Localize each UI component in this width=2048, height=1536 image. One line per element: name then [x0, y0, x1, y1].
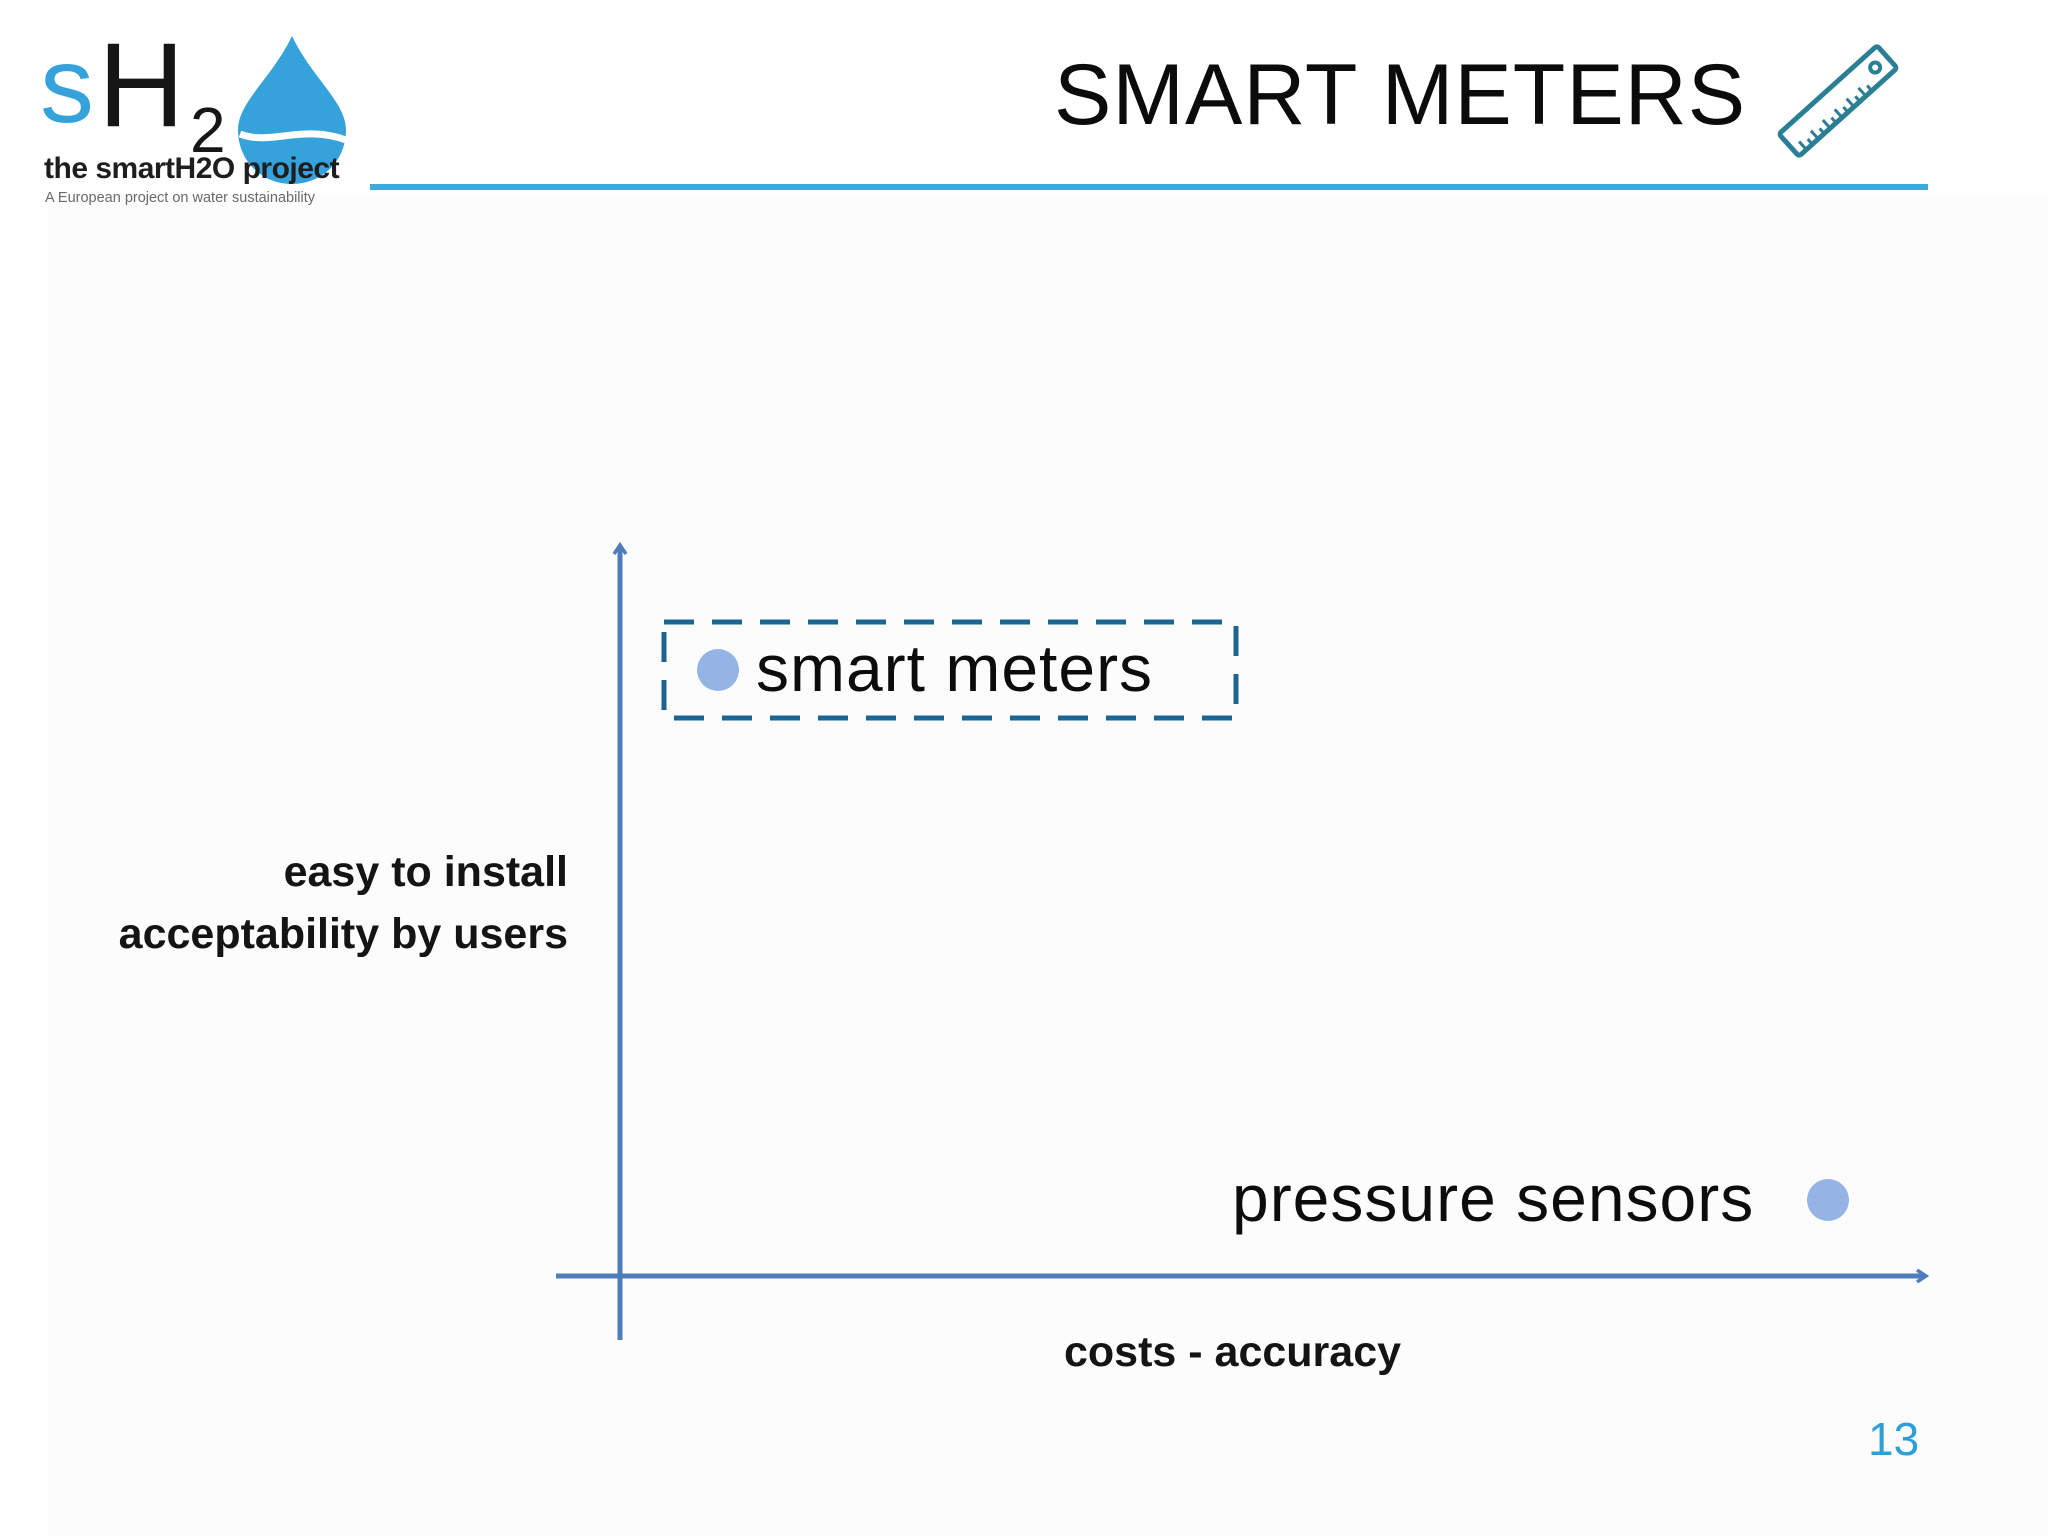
y-axis-label-line-2: acceptability by users — [118, 910, 568, 958]
title-underline — [370, 184, 1928, 190]
logo-letter-s: s — [40, 36, 94, 145]
water-drop-icon — [238, 36, 346, 184]
smart-meters-point — [697, 649, 739, 691]
ruler-icon — [1777, 44, 1899, 158]
slide-title: SMART METERS — [1054, 47, 1747, 143]
water-drop-wave — [238, 130, 348, 144]
page-number: 13 — [1868, 1413, 1920, 1465]
pressure-sensors-point — [1807, 1179, 1849, 1221]
content-panel — [48, 195, 2048, 1536]
y-axis-label-line-1: easy to install — [283, 848, 568, 896]
logo-tagline: the smartH2O project — [44, 152, 340, 185]
logo-digit-2: 2 — [190, 94, 226, 166]
pressure-sensors-label: pressure sensors — [1232, 1161, 1755, 1235]
logo-letter-h: H — [98, 36, 185, 152]
smarth2o-logo: s H 2 — [40, 36, 348, 184]
logo-subtagline: A European project on water sustainabili… — [45, 190, 316, 206]
x-axis-label: costs - accuracy — [1064, 1328, 1402, 1376]
smart-meters-label: smart meters — [756, 631, 1154, 705]
